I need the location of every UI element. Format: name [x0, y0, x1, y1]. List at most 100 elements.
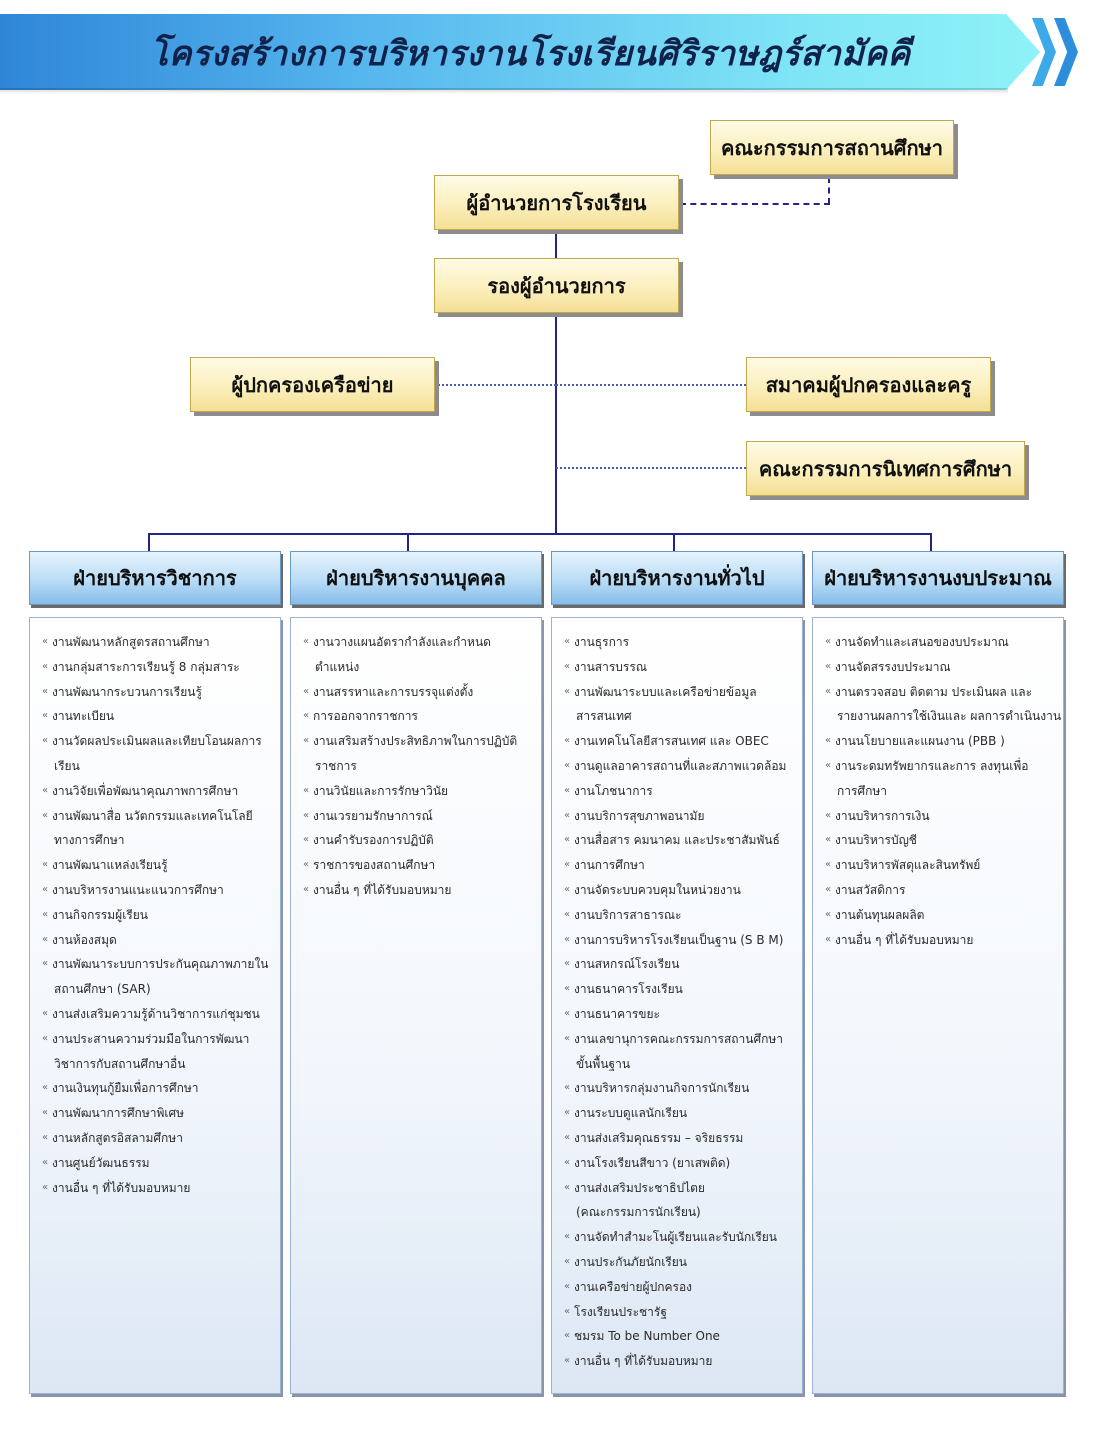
list-item: งานอื่น ๆ ที่ได้รับมอบหมาย	[303, 878, 535, 903]
list-item: งานเทคโนโลยีสารสนเทศ และ OBEC	[564, 729, 796, 754]
board-connector	[828, 177, 830, 204]
list-item: งานจัดทำและเสนอของบประมาณ	[825, 630, 1057, 655]
school-board-box: คณะกรรมการสถานศึกษา	[710, 120, 954, 175]
title-banner-shadow	[0, 88, 1008, 94]
list-item: งานบริการสุขภาพอนามัย	[564, 804, 796, 829]
department-bus-line	[148, 533, 932, 535]
list-item: งานส่งเสริมประชาธิปไตย	[564, 1176, 796, 1201]
list-item: งานบริหารพัสดุและสินทรัพย์	[825, 853, 1057, 878]
department-header-academic: ฝ่ายบริหารวิชาการ	[29, 551, 281, 605]
list-item: งานส่งเสริมคุณธรรม – จริยธรรม	[564, 1126, 796, 1151]
board-connector	[680, 203, 830, 205]
list-item: งานระดมทรัพยากรและการ ลงทุนเพื่อ	[825, 754, 1057, 779]
department-task-list-personnel: งานวางแผนอัตรากำลังและกำหนด ตำแหน่ง งานส…	[290, 617, 542, 1394]
list-item: งานจัดระบบควบคุมในหน่วยงาน	[564, 878, 796, 903]
list-item: งานสหกรณ์โรงเรียน	[564, 952, 796, 977]
list-item: งานจัดสรรงบประมาณ	[825, 655, 1057, 680]
list-item: งานการบริหารโรงเรียนเป็นฐาน (S B M)	[564, 928, 796, 953]
list-item: ชมรม To be Number One	[564, 1324, 796, 1349]
department-task-list-academic: งานพัฒนาหลักสูตรสถานศึกษา งานกลุ่มสาระกา…	[29, 617, 281, 1394]
parent-teacher-association-box: สมาคมผู้ปกครองและครู	[746, 357, 991, 412]
list-item-continuation: ขั้นพื้นฐาน	[576, 1056, 631, 1071]
list-item: งานสารบรรณ	[564, 655, 796, 680]
list-item: งานธนาคารขยะ	[564, 1002, 796, 1027]
deputy-director-box: รองผู้อำนวยการ	[434, 258, 679, 313]
list-item: งานสวัสดิการ	[825, 878, 1057, 903]
department-drop-line	[930, 533, 932, 552]
parent-network-box: ผู้ปกครองเครือข่าย	[190, 357, 435, 412]
list-item: งานการศึกษา	[564, 853, 796, 878]
list-item: โรงเรียนประชารัฐ	[564, 1300, 796, 1325]
list-item: งานวิจัยเพื่อพัฒนาคุณภาพการศึกษา	[42, 779, 274, 804]
list-item: งานพัฒนาระบบการประกันคุณภาพภายใน	[42, 952, 274, 977]
list-item-continuation: สถานศึกษา (SAR)	[54, 982, 151, 997]
list-item: งานกิจกรรมผู้เรียน	[42, 903, 274, 928]
list-item: งานบริหารกลุ่มงานกิจการนักเรียน	[564, 1076, 796, 1101]
list-item: งานทะเบียน	[42, 704, 274, 729]
list-item: งานวัดผลประเมินผลและเทียบโอนผลการ	[42, 729, 274, 754]
list-item: งานอื่น ๆ ที่ได้รับมอบหมาย	[564, 1349, 796, 1374]
department-task-list-general: งานธุรการ งานสารบรรณ งานพัฒนาระบบและเครื…	[551, 617, 803, 1394]
list-item: งานหลักสูตรอิสลามศึกษา	[42, 1126, 274, 1151]
list-item: งานประสานความร่วมมือในการพัฒนา	[42, 1027, 274, 1052]
pta-connector	[556, 384, 746, 386]
list-item-continuation: การศึกษา	[837, 783, 887, 798]
list-item-continuation: ตำแหน่ง	[315, 659, 360, 674]
list-item: งานบริหารงานแนะแนวการศึกษา	[42, 878, 274, 903]
list-item: งานเงินทุนกู้ยืมเพื่อการศึกษา	[42, 1076, 274, 1101]
list-item: งานจัดทำสำมะโนผู้เรียนและรับนักเรียน	[564, 1225, 796, 1250]
department-drop-line	[148, 533, 150, 552]
list-item: งานบริการสาธารณะ	[564, 903, 796, 928]
list-item: งานบริหารการเงิน	[825, 804, 1057, 829]
list-item: งานพัฒนาแหล่งเรียนรู้	[42, 853, 274, 878]
list-item: งานตรวจสอบ ติดตาม ประเมินผล และ	[825, 680, 1057, 705]
list-item: งานวินัยและการรักษาวินัย	[303, 779, 535, 804]
list-item: งานกลุ่มสาระการเรียนรู้ 8 กลุ่มสาระ	[42, 655, 274, 680]
department-header-budget: ฝ่ายบริหารงานงบประมาณ	[812, 551, 1064, 605]
list-item: การออกจากราชการ	[303, 704, 535, 729]
list-item: งานสื่อสาร คมนาคม และประชาสัมพันธ์	[564, 828, 796, 853]
list-item: งานธุรการ	[564, 630, 796, 655]
list-item: งานวางแผนอัตรากำลังและกำหนด	[303, 630, 535, 655]
chevron-right-icon	[1054, 18, 1078, 86]
list-item-continuation: (คณะกรรมการนักเรียน)	[576, 1205, 701, 1220]
director-deputy-connector	[555, 230, 557, 260]
department-header-personnel: ฝ่ายบริหารงานบุคคล	[290, 551, 542, 605]
list-item: งานส่งเสริมความรู้ด้านวิชาการแก่ชุมชน	[42, 1002, 274, 1027]
department-drop-line	[673, 533, 675, 552]
page-title: โครงสร้างการบริหารงานโรงเรียนศิริราษฎร์ส…	[150, 34, 911, 74]
list-item: งานพัฒนาระบบและเครือข่ายข้อมูล	[564, 680, 796, 705]
list-item: งานห้องสมุด	[42, 928, 274, 953]
list-item: งานพัฒนาการศึกษาพิเศษ	[42, 1101, 274, 1126]
list-item: งานอื่น ๆ ที่ได้รับมอบหมาย	[825, 928, 1057, 953]
list-item-continuation: รายงานผลการใช้เงินและ ผลการดำเนินงาน	[837, 709, 1062, 724]
list-item: งานโรงเรียนสีขาว (ยาเสพติด)	[564, 1151, 796, 1176]
list-item: งานบริหารบัญชี	[825, 828, 1057, 853]
list-item: งานอื่น ๆ ที่ได้รับมอบหมาย	[42, 1176, 274, 1201]
supervision-committee-box: คณะกรรมการนิเทศการศึกษา	[746, 441, 1025, 496]
list-item-continuation: วิชาการกับสถานศึกษาอื่น	[54, 1056, 186, 1071]
list-item: งานคำรับรองการปฏิบัติ	[303, 828, 535, 853]
list-item: งานศูนย์วัฒนธรรม	[42, 1151, 274, 1176]
list-item: งานธนาคารโรงเรียน	[564, 977, 796, 1002]
list-item-continuation: ราชการ	[315, 758, 357, 773]
list-item: งานเลขานุการคณะกรรมการสถานศึกษา	[564, 1027, 796, 1052]
list-item: งานเสริมสร้างประสิทธิภาพในการปฏิบัติ	[303, 729, 535, 754]
parent-network-connector	[435, 384, 556, 386]
supervision-connector	[556, 467, 746, 469]
list-item: งานเวรยามรักษาการณ์	[303, 804, 535, 829]
director-box: ผู้อำนวยการโรงเรียน	[434, 175, 679, 230]
list-item-continuation: ทางการศึกษา	[54, 833, 125, 848]
main-trunk-line	[555, 313, 557, 535]
list-item: งานเครือข่ายผู้ปกครอง	[564, 1275, 796, 1300]
list-item: งานระบบดูแลนักเรียน	[564, 1101, 796, 1126]
list-item: งานสรรหาและการบรรจุแต่งตั้ง	[303, 680, 535, 705]
list-item: งานพัฒนากระบวนการเรียนรู้	[42, 680, 274, 705]
list-item: งานนโยบายและแผนงาน (PBB )	[825, 729, 1057, 754]
department-drop-line	[407, 533, 409, 552]
list-item: งานต้นทุนผลผลิต	[825, 903, 1057, 928]
department-header-general: ฝ่ายบริหารงานทั่วไป	[551, 551, 803, 605]
list-item: งานพัฒนาหลักสูตรสถานศึกษา	[42, 630, 274, 655]
title-banner	[0, 14, 1040, 90]
list-item-continuation: สารสนเทศ	[576, 709, 632, 724]
